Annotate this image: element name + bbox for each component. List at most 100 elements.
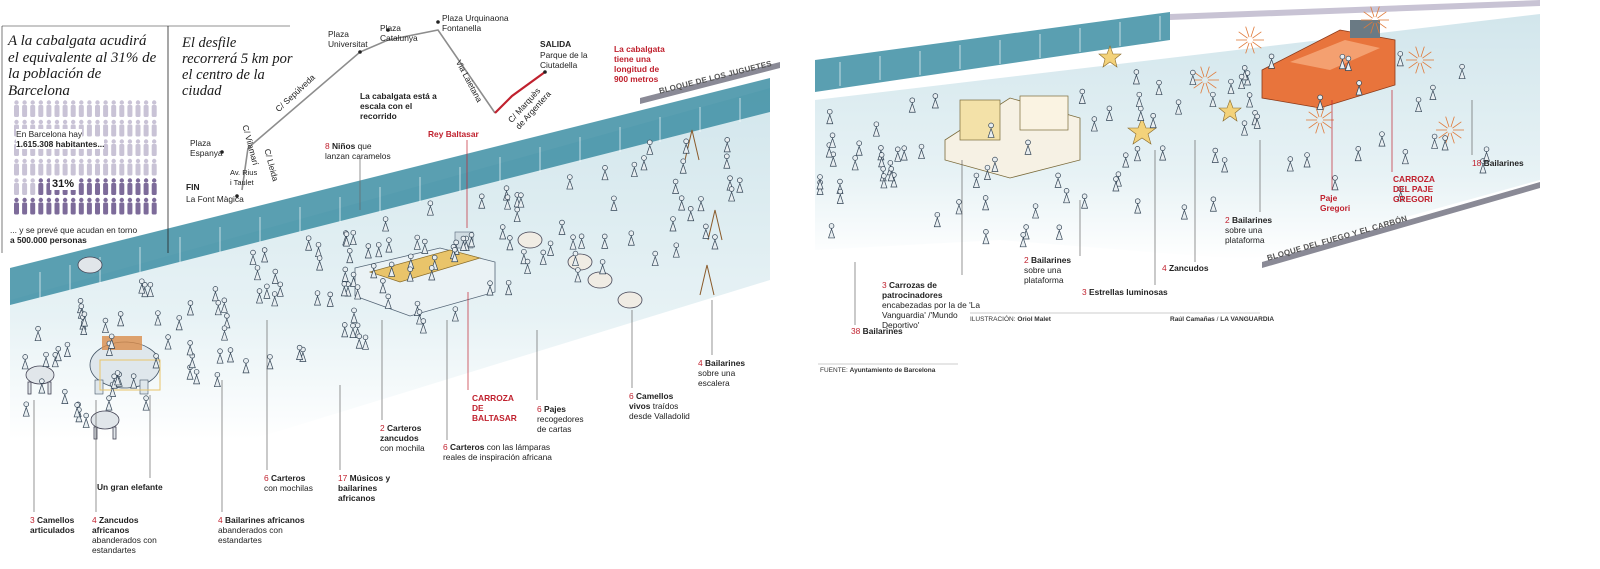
place-plaza-universitat: Plaza Universitat (328, 29, 368, 49)
parade-figure (687, 205, 695, 222)
carroza-patrocinadores-drawing (944, 95, 1081, 179)
parade-figure (569, 234, 577, 250)
parade-figure (38, 378, 46, 394)
population-percent: 31% (50, 178, 77, 190)
person-icon (103, 178, 109, 195)
person-icon (151, 197, 157, 215)
person-icon (14, 197, 19, 215)
person-icon (119, 100, 125, 117)
figures-left (21, 137, 744, 428)
parade-figure (1338, 53, 1346, 70)
parade-figure (296, 344, 304, 360)
parade-figure (630, 161, 638, 177)
parade-figure (385, 237, 393, 253)
parade-figure (22, 401, 30, 417)
person-icon (14, 178, 19, 195)
parade-figure (80, 311, 88, 327)
parade-figure (1155, 79, 1163, 96)
person-icon (54, 100, 60, 117)
parade-figure (21, 354, 29, 370)
parade-figure (672, 178, 680, 194)
parade-figure (375, 242, 383, 258)
camellos-vivos-drawing (517, 231, 643, 309)
parade-figure (702, 223, 710, 239)
person-icon (143, 197, 149, 215)
label-musicos: 17 Músicos y bailarines africanos (338, 473, 391, 503)
parade-figure (1133, 146, 1141, 162)
parade-figure (1331, 175, 1339, 191)
parade-figure (388, 261, 396, 277)
person-icon (62, 100, 68, 117)
parade-figure (1378, 131, 1386, 147)
person-icon (143, 178, 149, 195)
person-icon (103, 197, 109, 215)
parade-figure (326, 291, 334, 307)
person-icon (111, 158, 117, 176)
place-font-magica: La Font Màgica (186, 194, 244, 204)
parade-figure (918, 143, 925, 159)
label-camellos-vivos: 6 Camellos vivos traídos desde Valladoli… (629, 391, 690, 421)
person-icon (62, 197, 68, 215)
parade-figure (880, 173, 888, 189)
person-icon (86, 178, 92, 195)
parade-figure (878, 152, 886, 168)
parade-figure (1137, 105, 1145, 121)
parade-figure (1396, 51, 1404, 67)
parade-figure (987, 122, 995, 138)
person-icon (103, 100, 109, 117)
place-salida: SALIDA (540, 39, 572, 49)
parade-figure (314, 290, 321, 306)
parade-figure (672, 242, 680, 258)
person-icon (143, 158, 149, 176)
person-icon (38, 100, 44, 117)
parade-figure (117, 311, 125, 327)
firework-burst (1191, 66, 1219, 94)
parade-figure (1268, 53, 1276, 69)
intro-right-heading: El desfile recorrerá 5 km por el centro … (182, 35, 293, 99)
label-carroza-gregori: CARROZA DEL PAJE GREGORI (1393, 174, 1435, 204)
parade-figure (1244, 70, 1252, 86)
parade-figure (271, 268, 279, 284)
person-icon (151, 119, 157, 137)
parade-figure (1431, 133, 1439, 149)
label-bailarines-18: 18 Bailarines (1472, 158, 1524, 168)
parade-figure (130, 373, 138, 389)
parade-figure (364, 243, 372, 259)
parade-figure (451, 306, 459, 322)
population-pictogram (10, 98, 160, 218)
person-icon (22, 100, 28, 117)
person-icon (86, 119, 92, 137)
person-icon (151, 139, 157, 156)
crowd-texture-left (39, 98, 741, 298)
parade-figure (1221, 157, 1229, 173)
parade-figure (566, 174, 574, 190)
parade-figure (669, 216, 677, 232)
parade-figure (413, 234, 421, 250)
parade-figure (343, 231, 350, 247)
parade-figure (220, 297, 228, 313)
crowd-band-right (815, 12, 1170, 92)
parade-figure (164, 334, 172, 350)
route-map (220, 20, 547, 198)
parade-figure (110, 373, 118, 389)
label-paje-gregori: Paje Gregori (1320, 193, 1351, 213)
parade-figure (406, 266, 414, 282)
parade-figure (908, 97, 916, 113)
credit-author: Raúl Camañas / LA VANGUARDIA (1170, 316, 1275, 323)
parade-figure (114, 370, 122, 386)
parade-figure (316, 255, 324, 271)
person-icon (70, 158, 76, 176)
parade-figure (1316, 94, 1324, 110)
parade-figure (828, 223, 836, 239)
route-scale-note: La cabalgata está a escala con el recorr… (360, 91, 437, 121)
parade-figure (539, 249, 547, 265)
parade-figure (1055, 224, 1063, 240)
person-icon (119, 139, 125, 156)
parade-figure (872, 121, 880, 137)
parade-figure (728, 186, 736, 202)
place-plaza-urquinaona: Plaza Urquinaona Fontanella (442, 13, 509, 33)
parade-figure (931, 93, 939, 109)
person-icon (70, 100, 76, 117)
parade-figure (175, 315, 183, 331)
label-bailarines-plataforma-1: 2 Bailarines sobre una plataforma (1024, 255, 1072, 285)
